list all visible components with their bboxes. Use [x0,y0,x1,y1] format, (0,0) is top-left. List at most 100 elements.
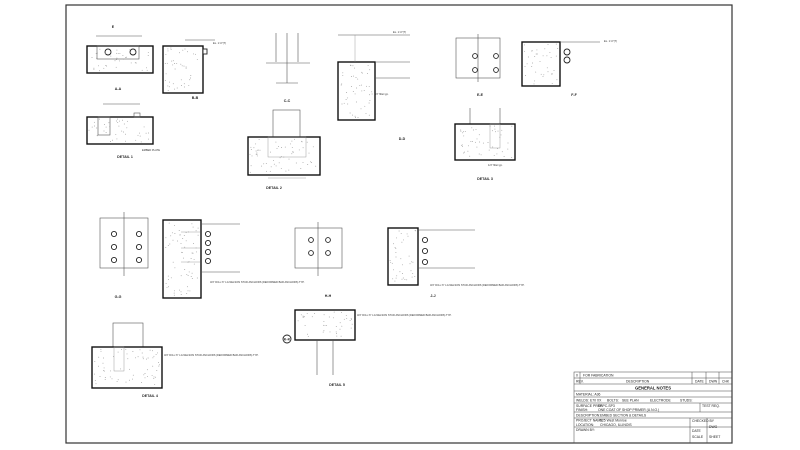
concrete-stipple [501,151,503,153]
concrete-stipple [126,120,128,122]
concrete-stipple [122,55,124,57]
concrete-stipple [343,318,345,320]
concrete-stipple [249,153,251,155]
svg-text:F-F: F-F [571,93,577,97]
concrete-stipple [155,354,157,356]
concrete-stipple [354,93,356,95]
concrete-stipple [280,156,282,158]
concrete-stipple [104,377,106,378]
concrete-stipple [103,67,105,69]
concrete-stipple [116,52,118,54]
concrete-stipple [487,142,489,143]
concrete-stipple [355,101,357,103]
concrete-stipple [153,378,155,380]
svg-text:3/4" DIA x 6" LG NELSON STUD A: 3/4" DIA x 6" LG NELSON STUD ANCHORS (DE… [164,353,259,357]
concrete-stipple [409,263,411,265]
concrete-stipple [301,140,302,142]
concrete-stipple [104,379,106,381]
concrete-stipple [119,120,120,122]
svg-text:EL. 1'-0"(T): EL. 1'-0"(T) [213,41,226,45]
section-a-a: E A-A [86,25,154,91]
concrete-stipple [142,356,144,358]
concrete-stipple [531,66,533,68]
concrete-stipple [164,80,166,81]
concrete-stipple [326,324,328,326]
svg-text:1/4" fillet typ.: 1/4" fillet typ. [374,92,389,96]
concrete-stipple [306,141,308,143]
concrete-stipple [173,292,175,294]
concrete-stipple [291,146,293,148]
concrete-stipple [125,348,127,350]
concrete-stipple [185,240,187,242]
concrete-stipple [341,83,343,85]
concrete-stipple [179,52,180,54]
concrete-stipple [182,238,184,239]
section-f-f: EL. 1'-0"(T) F-F [521,39,617,97]
concrete-stipple [414,276,416,278]
concrete-stipple [115,133,117,135]
concrete-stipple [98,65,99,67]
concrete-stipple [168,222,170,224]
svg-text:FINISH:: FINISH: [576,408,588,412]
svg-text:CHICAGO, ILLINOIS: CHICAGO, ILLINOIS [600,423,632,427]
concrete-stipple [166,62,168,64]
concrete-stipple [125,140,126,142]
svg-text:DATE: DATE [695,380,705,384]
concrete-stipple [479,141,481,143]
concrete-stipple [297,320,299,322]
concrete-stipple [185,66,187,68]
concrete-stipple [463,135,465,137]
concrete-stipple [533,83,535,85]
concrete-stipple [141,69,143,71]
concrete-stipple [476,146,478,148]
svg-text:EL. 1'-0"(T): EL. 1'-0"(T) [393,30,406,34]
concrete-stipple [340,335,342,337]
concrete-stipple [412,261,414,263]
section-b-b: EL. 1'-0"(T) B-B [162,39,226,100]
concrete-stipple [540,73,542,75]
concrete-stipple [471,127,473,129]
concrete-stipple [555,43,557,45]
concrete-stipple [123,131,124,133]
concrete-stipple [263,163,265,165]
concrete-stipple [179,234,181,236]
concrete-stipple [354,67,355,69]
concrete-stipple [165,283,167,285]
concrete-stipple [472,129,474,131]
svg-text:MATERIAL: A36: MATERIAL: A36 [576,393,601,397]
concrete-stipple [294,138,295,140]
concrete-stipple [178,230,180,231]
concrete-stipple [135,357,137,359]
concrete-stipple [361,72,363,74]
concrete-stipple [342,74,344,76]
concrete-stipple [302,315,304,317]
svg-text:DESCRIPTION: DESCRIPTION [626,380,650,384]
concrete-stipple [180,85,182,86]
concrete-stipple [123,123,125,125]
concrete-stipple [99,70,101,72]
concrete-stipple [170,47,172,49]
concrete-stipple [463,131,465,133]
svg-text:ELECTRODE: ELECTRODE [650,399,671,403]
concrete-stipple [464,151,465,153]
concrete-stipple [116,57,118,59]
concrete-stipple [116,49,118,51]
concrete-stipple [184,48,186,50]
concrete-stipple [544,48,546,50]
concrete-stipple [499,136,501,138]
concrete-stipple [195,251,197,253]
concrete-stipple [185,67,187,69]
concrete-stipple [95,53,97,55]
concrete-stipple [478,153,480,155]
concrete-stipple [100,350,102,352]
concrete-stipple [171,232,173,234]
svg-text:SURFACE PREP:: SURFACE PREP: [576,404,603,408]
concrete-stipple [333,311,335,313]
concrete-stipple [197,234,199,236]
concrete-stipple [341,325,343,327]
concrete-stipple [180,63,182,65]
concrete-stipple [176,87,178,89]
concrete-stipple [94,125,95,127]
concrete-stipple [102,362,104,364]
concrete-stipple [195,247,197,249]
